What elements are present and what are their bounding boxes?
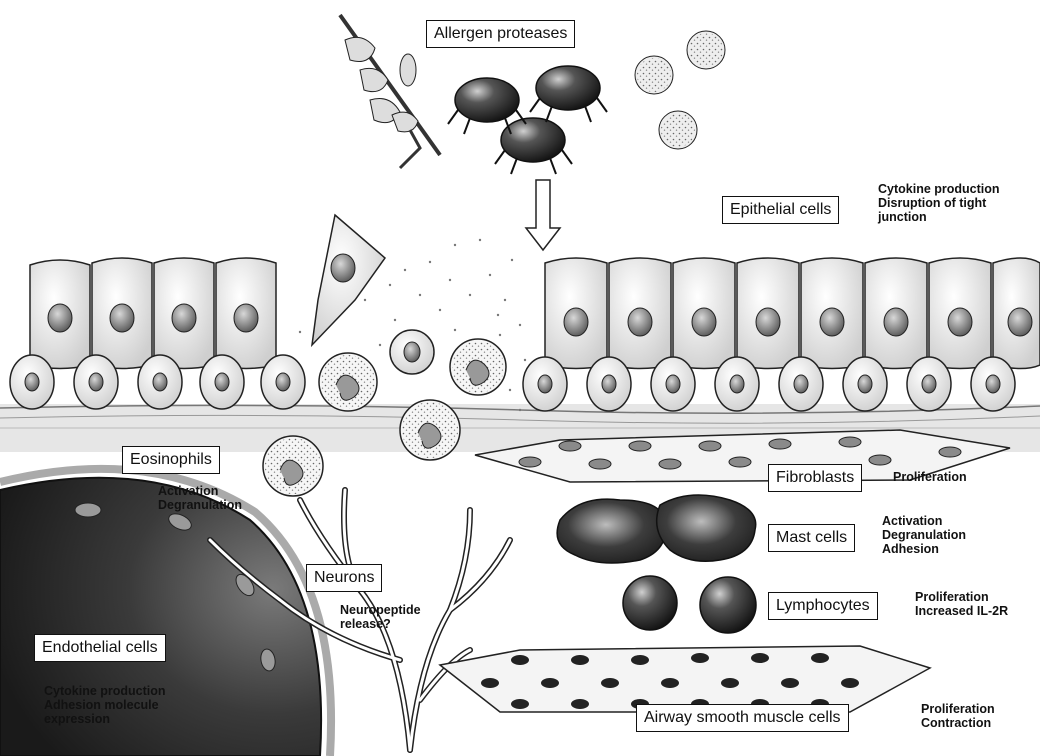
epithelium-right xyxy=(523,258,1040,411)
airway-smooth-muscle-notes: Proliferation Contraction xyxy=(921,702,995,730)
lymphocytes xyxy=(623,576,756,633)
epithelial-cells-notes: Cytokine production Disruption of tight … xyxy=(878,182,1000,224)
epithelial-cells-label: Epithelial cells xyxy=(722,196,839,224)
lymphocytes-notes: Proliferation Increased IL-2R xyxy=(915,590,1008,618)
fibroblasts-notes: Proliferation xyxy=(893,470,967,484)
pollen-grains xyxy=(635,31,725,149)
eosinophils-label: Eosinophils xyxy=(122,446,220,474)
neurons-notes: Neuropeptide release? xyxy=(340,603,421,631)
fibroblasts-label: Fibroblasts xyxy=(768,464,862,492)
detached-epithelial-cell xyxy=(312,215,385,345)
neurons-label: Neurons xyxy=(306,564,382,592)
mast-cells-notes: Activation Degranulation Adhesion xyxy=(882,514,966,556)
fungal-allergen xyxy=(340,15,440,168)
endothelial-cells-label: Endothelial cells xyxy=(34,634,166,662)
allergen-proteases-label: Allergen proteases xyxy=(426,20,575,48)
down-arrow-icon xyxy=(526,180,560,250)
dust-mites xyxy=(448,66,607,174)
eosinophils-notes: Activation Degranulation xyxy=(158,484,242,512)
smooth-muscle-layer xyxy=(440,646,930,712)
endothelial-cells-notes: Cytokine production Adhesion molecule ex… xyxy=(44,684,166,726)
epithelium-left xyxy=(10,258,305,409)
airway-smooth-muscle-label: Airway smooth muscle cells xyxy=(636,704,849,732)
mast-cells xyxy=(557,495,756,563)
mast-cells-label: Mast cells xyxy=(768,524,855,552)
lymphocytes-label: Lymphocytes xyxy=(768,592,878,620)
